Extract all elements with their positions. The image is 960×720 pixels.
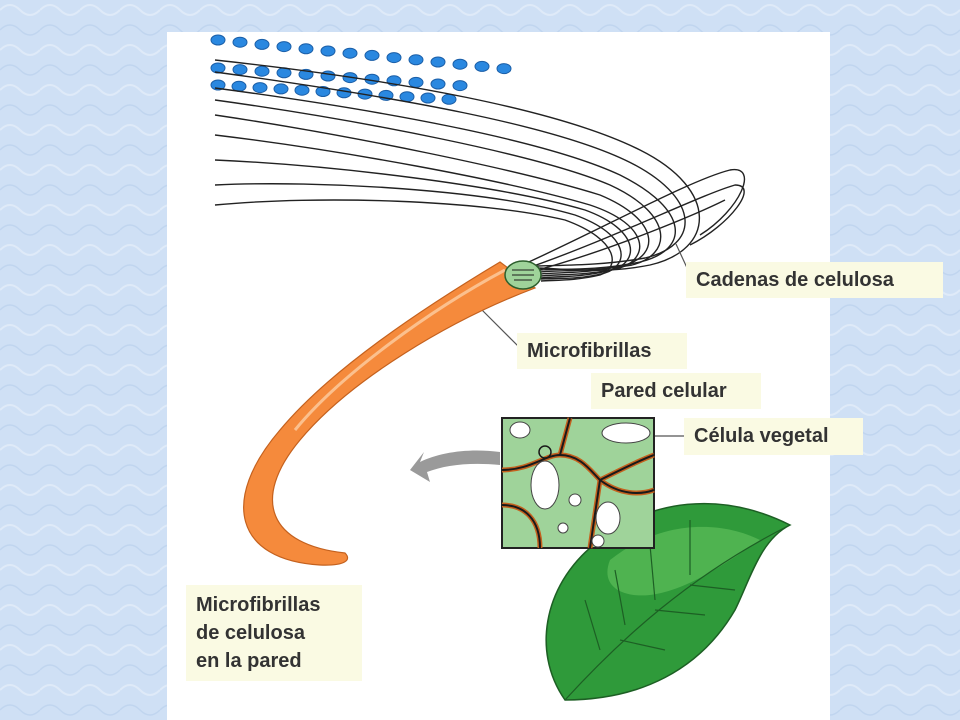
label-wall-line-1: Microfibrillas	[196, 594, 321, 616]
glucose-unit	[210, 34, 226, 46]
glucose-unit	[430, 78, 446, 90]
glucose-unit	[276, 41, 292, 53]
glucose-unit	[254, 65, 270, 77]
glucose-unit	[430, 56, 446, 68]
microfibril	[243, 260, 542, 566]
curved-arrow-icon	[410, 450, 500, 482]
glucose-unit	[408, 76, 424, 88]
glucose-unit	[496, 63, 512, 75]
label-wall-line-2: de celulosa	[196, 622, 305, 644]
plant-cell-tissue	[501, 417, 655, 549]
glucose-unit	[364, 49, 380, 61]
glucose-unit	[210, 62, 226, 74]
glucose-unit	[452, 80, 468, 92]
glucose-unit	[441, 93, 457, 105]
cellulose-chain-units	[210, 34, 512, 105]
glucose-unit	[452, 58, 468, 70]
label-wall-microfibrils: Microfibrillas de celulosa en la pared	[186, 585, 362, 681]
glucose-unit	[273, 83, 289, 95]
label-microfibrils: Microfibrillas	[517, 333, 687, 369]
glucose-unit	[399, 91, 415, 103]
glucose-unit	[320, 45, 336, 57]
glucose-unit	[342, 47, 358, 59]
glucose-unit	[231, 80, 247, 92]
glucose-unit	[232, 64, 248, 76]
glucose-unit	[420, 92, 436, 104]
label-plant-cell: Célula vegetal	[684, 418, 863, 455]
glucose-unit	[232, 36, 248, 48]
cellulose-strands	[214, 59, 746, 282]
glucose-unit	[294, 84, 310, 96]
label-wall-line-3: en la pared	[196, 650, 302, 672]
glucose-unit	[386, 52, 402, 64]
label-cellulose-chains: Cadenas de celulosa	[686, 262, 943, 298]
glucose-unit	[210, 79, 226, 91]
glucose-unit	[254, 38, 270, 50]
glucose-unit	[336, 87, 352, 99]
glucose-unit	[320, 70, 336, 82]
glucose-unit	[474, 60, 490, 72]
glucose-unit	[408, 54, 424, 66]
glucose-unit	[252, 82, 268, 94]
leaf-illustration	[545, 502, 792, 701]
label-cell-wall: Pared celular	[591, 373, 761, 409]
glucose-unit	[298, 43, 314, 55]
